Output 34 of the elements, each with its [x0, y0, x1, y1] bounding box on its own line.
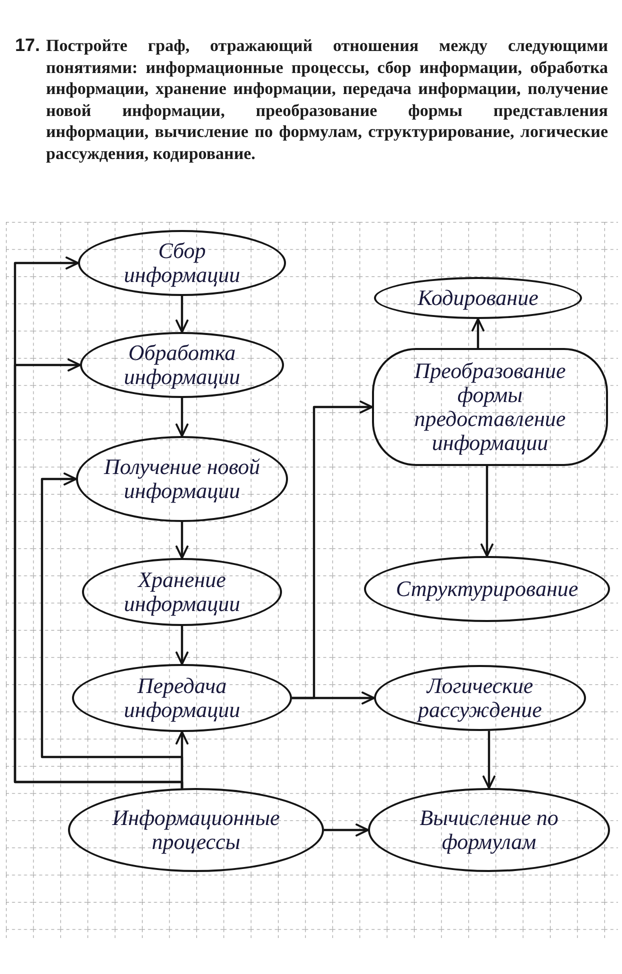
arrow [14, 358, 184, 788]
task-number: 17. [15, 35, 40, 56]
node-label: Получение новой информации [102, 455, 262, 503]
node-label: Информационные процессы [111, 806, 281, 854]
node-label: Обработка информации [122, 341, 242, 389]
ellipse-node [368, 788, 610, 872]
arrow [176, 522, 188, 559]
ellipse-node [80, 332, 284, 398]
arrow [480, 466, 494, 557]
node-label: Передача информации [122, 674, 242, 722]
arrow [324, 824, 369, 836]
node-label: Сбор информации [122, 239, 242, 287]
arrow [292, 692, 375, 704]
ellipse-node [72, 664, 292, 732]
ellipse-node [364, 556, 610, 622]
node-label: Преобразование формы предоставление информации [413, 359, 567, 455]
node-label: Хранение информации [122, 568, 242, 616]
ellipse-node [78, 230, 286, 296]
rounded-node [372, 348, 608, 466]
ellipse-node [374, 665, 586, 731]
arrow [176, 296, 188, 333]
node-label: Логические рассуждение [416, 674, 543, 722]
arrow [482, 730, 496, 789]
node-label: Кодирование [418, 286, 538, 310]
arrow [472, 318, 484, 348]
arrow [176, 398, 188, 437]
node-label: Вычисление по формулам [418, 806, 560, 854]
task-text: Постройте граф, отражающий отношения между следующими понятиями: информационные процессы, сбор информации, обработка информации, хранение информации, передача информации, получение новой информации, преобразование формы представления информации, вычисление по формулам, структурирование, логические рассуждения, кодирование. [46, 35, 608, 164]
node-label: Структурирование [396, 577, 578, 601]
arrow [176, 626, 188, 665]
ellipse-node [82, 558, 282, 626]
ellipse-node [76, 436, 288, 522]
ellipse-node [68, 788, 324, 872]
ellipse-node [374, 277, 582, 319]
